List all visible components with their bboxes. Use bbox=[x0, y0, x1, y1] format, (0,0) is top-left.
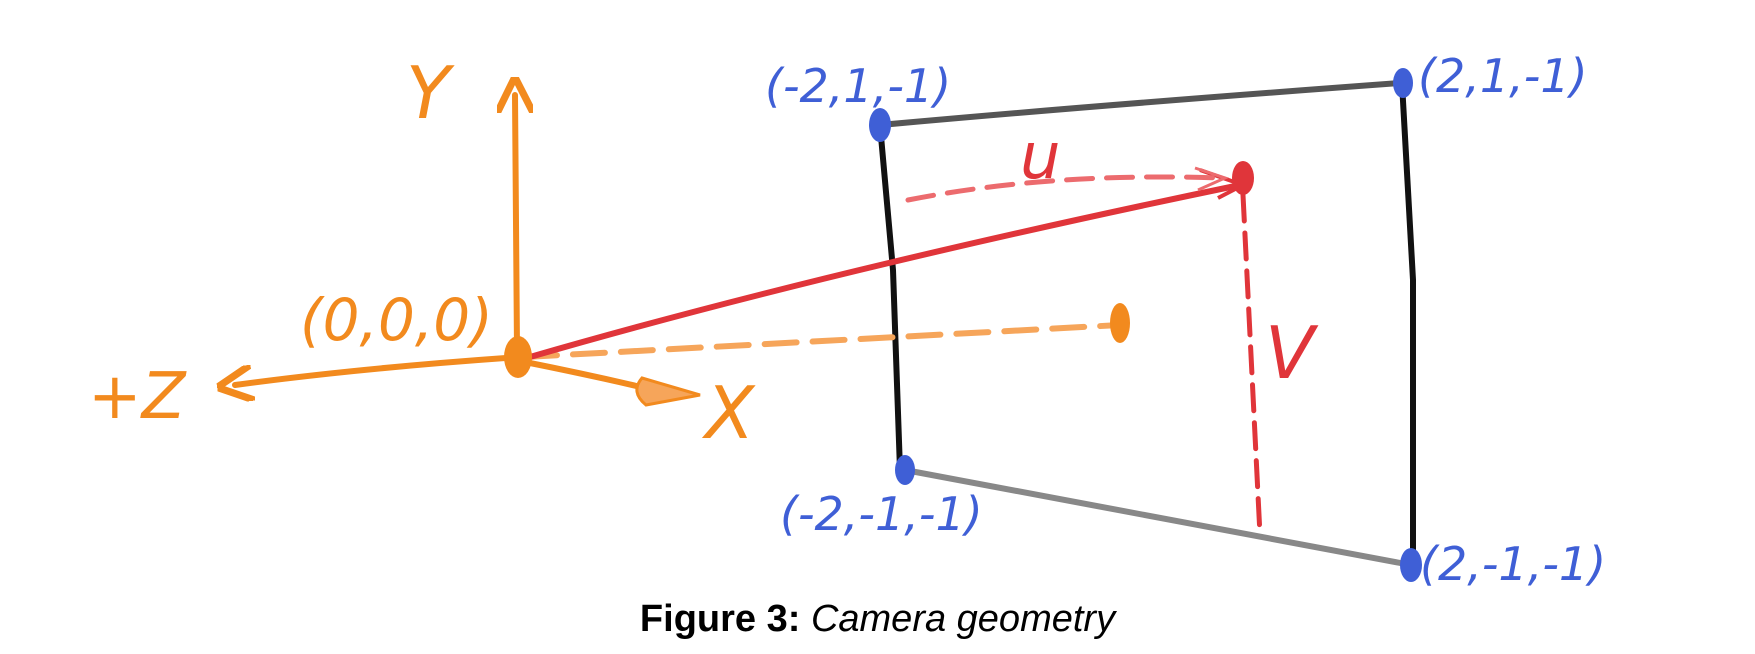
corner-dot-bottom-left bbox=[895, 455, 915, 485]
pixel-point bbox=[1232, 161, 1254, 195]
u-offset-dashed bbox=[905, 174, 1225, 203]
origin-label: (0,0,0) bbox=[300, 286, 493, 354]
corner-label-bottom-right: (2,-1,-1) bbox=[1420, 537, 1606, 591]
z-axis-label: +Z bbox=[88, 360, 187, 434]
corner-dot-top-left bbox=[869, 108, 891, 142]
ray-to-pixel bbox=[527, 182, 1243, 360]
frame-bottom-edge bbox=[902, 467, 1414, 568]
optical-axis-end-dot bbox=[1110, 303, 1130, 343]
v-offset-dashed bbox=[1240, 192, 1263, 538]
image-plane-frame bbox=[877, 80, 1416, 568]
x-axis-label: X bbox=[701, 371, 756, 455]
corner-dot-top-right bbox=[1393, 68, 1413, 98]
x-axis-arrowhead bbox=[635, 376, 701, 407]
frame-top-edge bbox=[877, 80, 1403, 128]
y-axis-label: Y bbox=[406, 51, 455, 135]
v-label: V bbox=[1265, 311, 1319, 395]
z-axis-arrow bbox=[235, 354, 523, 385]
corner-label-bottom-left: (-2,-1,-1) bbox=[780, 487, 983, 541]
caption-text: Camera geometry bbox=[810, 598, 1116, 640]
corner-label-top-left: (-2,1,-1) bbox=[765, 59, 951, 113]
y-axis-arrow bbox=[515, 95, 517, 353]
optical-axis-dashed bbox=[522, 322, 1123, 360]
origin-point bbox=[504, 336, 532, 378]
corner-dot-bottom-right bbox=[1400, 548, 1422, 582]
u-arrowhead bbox=[1194, 166, 1230, 192]
x-axis-stroke bbox=[522, 359, 648, 391]
frame-right-edge bbox=[1399, 80, 1416, 568]
corner-label-top-right: (2,1,-1) bbox=[1418, 49, 1588, 103]
caption-number: Figure 3: bbox=[639, 598, 801, 640]
figure-caption: Figure 3: Camera geometry bbox=[0, 598, 1755, 641]
u-label: u bbox=[1020, 120, 1061, 194]
frame-left-edge bbox=[877, 122, 903, 473]
